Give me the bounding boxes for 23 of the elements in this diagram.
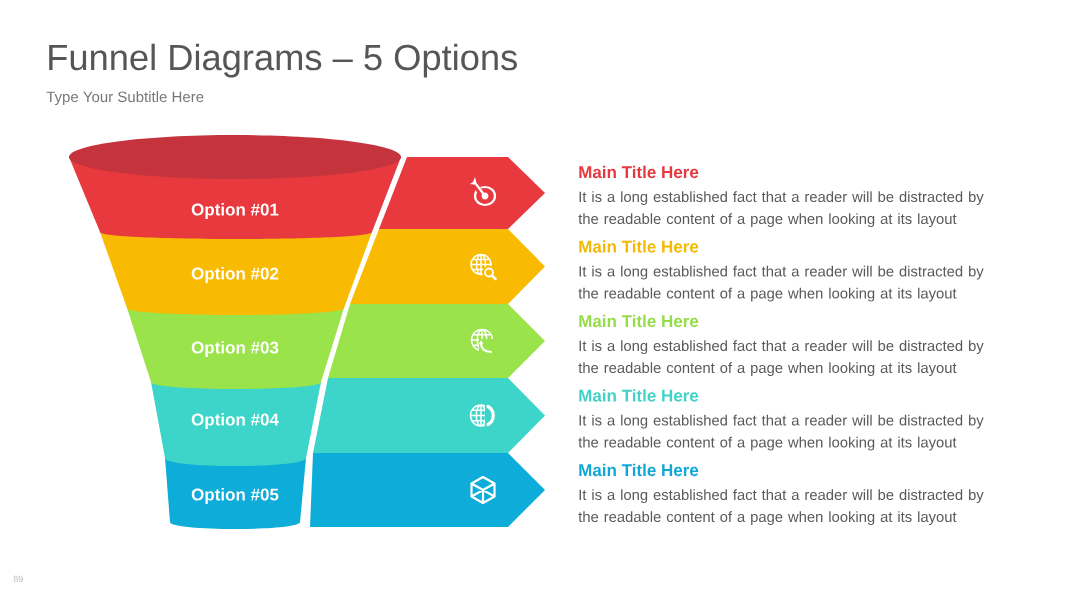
title: Funnel Diagrams – 5 Options (49, 43, 517, 78)
item-heading: Main Title Here (579, 240, 699, 253)
arrow-band (350, 229, 545, 304)
item-heading: Main Title Here (579, 463, 699, 477)
description-text: It is a long established fact that a reader will be distracted by the readable content of a page when looking at its layout (578, 340, 984, 376)
funnel-segment: Option #01 (69, 135, 401, 239)
description-text: It is a long established fact that a reader will be distracted by the readable content of a page when looking at its layout (578, 489, 984, 525)
description-text: It is a long established fact that a reader will be distracted by the readable content of a page when looking at its layout (578, 414, 984, 451)
arrow-band (328, 304, 545, 378)
node-label: Option #03 (191, 341, 279, 357)
description-text: It is a long established fact that a reader will be distracted by the readable content of a page when looking at its layout (578, 265, 984, 302)
item-heading: Main Title Here (579, 165, 699, 179)
node-label: Option #02 (191, 267, 279, 283)
arrow-band (379, 157, 545, 229)
item-heading: Main Title Here (579, 389, 699, 402)
arrow-band (310, 453, 545, 527)
funnel-segment: Option #05 (165, 458, 306, 529)
arrow-band (313, 378, 545, 453)
description-text: It is a long established fact that a reader will be distracted by the readable content of a page when looking at its layout (578, 191, 984, 227)
page-number: 89 (13, 575, 23, 583)
subtitle: Type Your Subtitle Here (46, 91, 204, 106)
item-heading: Main Title Here (579, 314, 699, 328)
funnel-segment: Option #02 (100, 232, 372, 315)
